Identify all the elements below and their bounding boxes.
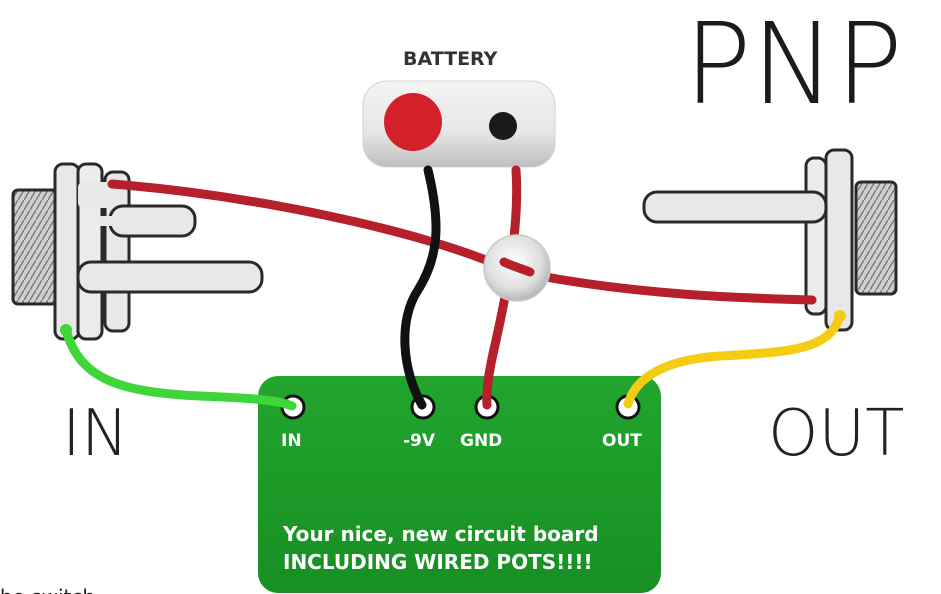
pad-label-gnd: GND (460, 431, 502, 451)
wire-red-gnd (482, 165, 522, 410)
battery: BATTERY (362, 48, 556, 168)
wire-red-in (107, 179, 510, 273)
wire-black (400, 165, 441, 410)
battery-label: BATTERY (403, 48, 498, 70)
wires (61, 165, 845, 411)
input-jack-tip (60, 324, 72, 336)
battery-positive-terminal (384, 93, 442, 151)
board-caption-line1: Your nice, new circuit board (282, 522, 599, 546)
board-caption-line2: INCLUDING WIRED POTS!!!! (283, 550, 593, 574)
output-label: OUT (768, 397, 904, 471)
input-jack (11, 162, 264, 341)
pad-label-out: OUT (602, 431, 642, 451)
pad-label-in: IN (281, 431, 302, 451)
title-text: PNP (684, 0, 903, 130)
wire-red-out (530, 270, 817, 305)
pad-label-neg9v: -9V (403, 431, 436, 451)
circuit-board-body (258, 376, 661, 593)
input-label: IN (62, 397, 129, 471)
circuit-board: IN -9V GND OUT Your nice, new circuit bo… (258, 376, 661, 593)
battery-negative-terminal (489, 112, 517, 140)
wire-yellow (623, 311, 845, 409)
footnote-text: the switch (0, 585, 95, 594)
wire-green (61, 325, 297, 411)
output-jack-tip (834, 310, 846, 322)
output-jack (642, 148, 898, 332)
